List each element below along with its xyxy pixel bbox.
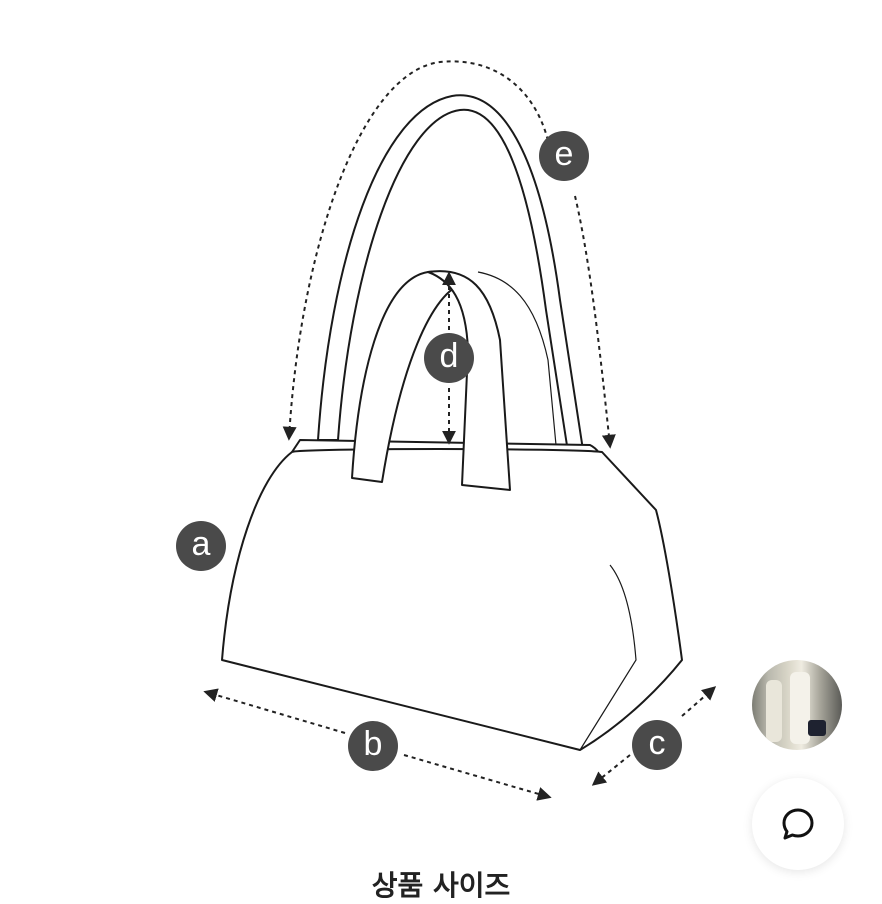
label-c: c (632, 720, 682, 770)
svg-text:d: d (440, 337, 459, 375)
dim-line-e2 (574, 195, 616, 449)
svg-text:c: c (649, 724, 666, 762)
label-a: a (176, 521, 226, 571)
bag-body (221, 448, 683, 751)
dim-line-c-bottom (591, 754, 631, 786)
thumbnail-bag (808, 720, 826, 736)
label-d: d (424, 333, 474, 383)
svg-text:a: a (192, 525, 211, 563)
svg-text:e: e (555, 135, 574, 173)
thumbnail-figure-left (766, 680, 782, 742)
chat-button[interactable] (752, 778, 844, 870)
handle-back-line (477, 271, 557, 446)
label-e: e (539, 131, 589, 181)
label-b: b (348, 721, 398, 771)
bag-size-diagram: a b c d e (176, 60, 717, 801)
thumbnail-figure-center (790, 672, 810, 744)
right-handle (427, 270, 511, 491)
chat-bubble-icon (782, 808, 814, 840)
bag-side-seam (579, 564, 637, 751)
dim-line-b-right (403, 754, 552, 801)
product-photo-thumbnail[interactable] (752, 660, 842, 750)
dim-line-b-left (203, 688, 346, 734)
section-title: 상품 사이즈 (371, 869, 511, 902)
svg-text:b: b (364, 725, 383, 763)
dim-line-c-top (681, 686, 717, 717)
